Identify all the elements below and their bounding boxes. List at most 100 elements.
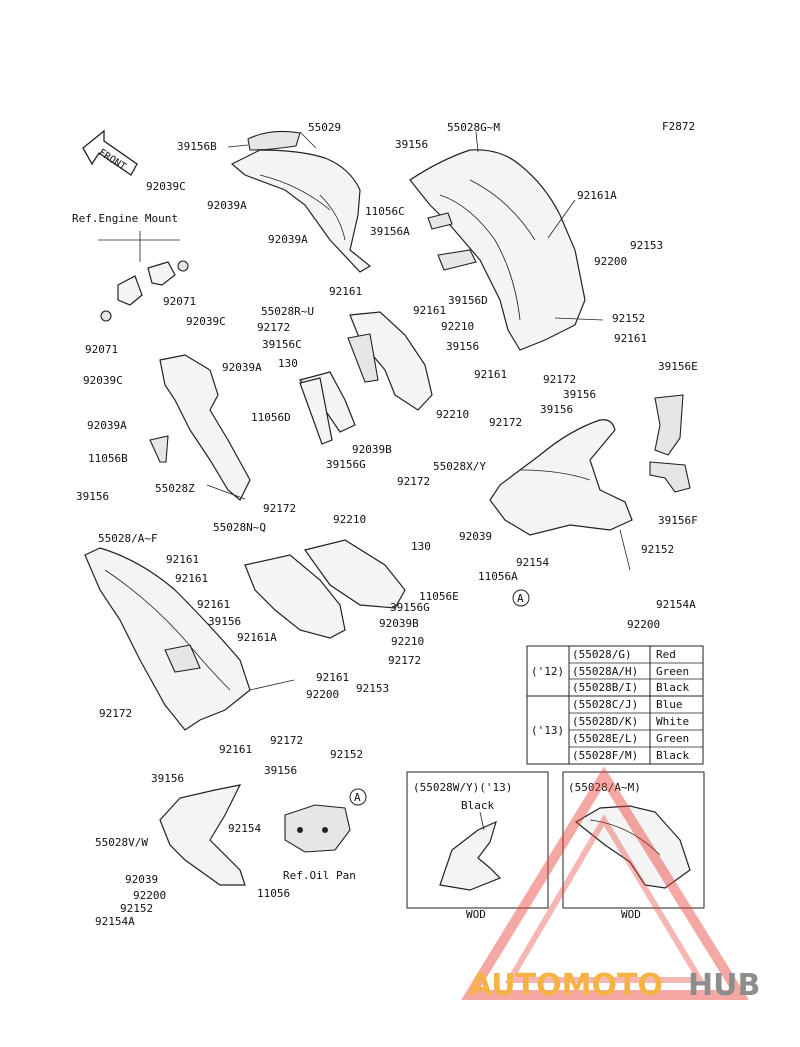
part-label: 92161 — [329, 285, 362, 298]
table-color: White — [656, 715, 689, 728]
part-label: 92172 — [388, 654, 421, 667]
part-label: 55028X/Y — [433, 460, 486, 473]
inner-panel-center — [298, 311, 433, 445]
part-label: 92210 — [391, 635, 424, 648]
part-label: 92200 — [306, 688, 339, 701]
variant-box-2: (55028/A~M) WOD — [562, 771, 705, 921]
part-label: 92172 — [543, 373, 576, 386]
part-label: 55029 — [308, 121, 341, 134]
part-label: 92039A — [222, 361, 262, 374]
part-label: 92153 — [356, 682, 389, 695]
part-label: 92039B — [352, 443, 392, 456]
bracket-39156F — [649, 461, 691, 493]
part-label: 92039 — [125, 873, 158, 886]
part-label: 92152 — [330, 748, 363, 761]
part-label: 92172 — [263, 502, 296, 515]
part-label: 11056C — [365, 205, 405, 218]
part-label: 55028R~U — [261, 305, 314, 318]
table-code: (55028A/H) — [572, 665, 638, 678]
part-label: 39156C — [262, 338, 302, 351]
part-label: 39156D — [448, 294, 488, 307]
part-label: 92154A — [95, 915, 135, 928]
inner-cover-left — [149, 354, 251, 501]
part-label: 39156G — [326, 458, 366, 471]
part-label: 55028V/W — [95, 836, 148, 849]
part-label: 55028N~Q — [213, 521, 266, 534]
part-label: 39156 — [446, 340, 479, 353]
part-label: 92154A — [656, 598, 696, 611]
part-label: 92039A — [87, 419, 127, 432]
color-table: ('12) (55028/G) Red (55028A/H) Green (55… — [526, 645, 704, 765]
part-label: 11056E — [419, 590, 459, 603]
part-label: 92039C — [83, 374, 123, 387]
table-code: (55028/G) — [572, 648, 632, 661]
part-label: 92039A — [207, 199, 247, 212]
part-label: 92153 — [630, 239, 663, 252]
side-panel-right — [489, 419, 633, 536]
ref-oil-pan-label: Ref.Oil Pan — [283, 869, 356, 882]
part-label: 92161A — [577, 189, 617, 202]
part-label: 92161A — [237, 631, 277, 644]
table-color: Green — [656, 665, 689, 678]
ref-engine-mount-label: Ref.Engine Mount — [72, 212, 178, 225]
table-color: Green — [656, 732, 689, 745]
part-label: 55028/A~F — [98, 532, 158, 545]
part-label: 39156 — [208, 615, 241, 628]
part-labels: 55029 39156B 92039C 92039A 92039A 39156 … — [76, 121, 698, 928]
svg-text:A: A — [517, 592, 524, 605]
part-label: 92172 — [257, 321, 290, 334]
part-label: 130 — [278, 357, 298, 370]
part-label: 55028G~M — [447, 121, 500, 134]
part-label: 39156 — [151, 772, 184, 785]
part-label: 92200 — [133, 889, 166, 902]
part-label: 92200 — [594, 255, 627, 268]
upper-fairing — [409, 149, 586, 351]
table-year: ('13) — [531, 724, 564, 737]
table-color: Red — [656, 648, 676, 661]
part-label: 92071 — [163, 295, 196, 308]
part-label: 11056A — [478, 570, 518, 583]
part-label: 39156B — [177, 140, 217, 153]
part-label: 92161 — [175, 572, 208, 585]
part-label: 92161 — [316, 671, 349, 684]
table-code: (55028E/L) — [572, 732, 638, 745]
part-label: 92200 — [627, 618, 660, 631]
variant-title: (55028W/Y)('13) — [413, 781, 512, 794]
part-label: 92161 — [219, 743, 252, 756]
part-label: 92161 — [413, 304, 446, 317]
lower-fairing-left — [84, 547, 251, 731]
part-label: 39156 — [264, 764, 297, 777]
part-label: 92210 — [436, 408, 469, 421]
table-code: (55028F/M) — [572, 749, 638, 762]
figure-code: F2872 — [662, 120, 695, 133]
under-cowl — [159, 784, 246, 886]
inner-cover-upper-left — [230, 130, 372, 273]
bracket-39156E — [654, 394, 684, 456]
part-label: 11056D — [251, 411, 291, 424]
engine-mount-parts — [100, 260, 189, 322]
part-label: 92172 — [489, 416, 522, 429]
part-label: 92210 — [333, 513, 366, 526]
watermark-text-part2: HUB — [688, 968, 760, 1003]
part-label: 92071 — [85, 343, 118, 356]
variant-footer: WOD — [621, 908, 641, 921]
variant-subtitle: Black — [461, 799, 494, 812]
table-code: (55028C/J) — [572, 698, 638, 711]
part-label: 92039C — [186, 315, 226, 328]
part-label: 39156 — [540, 403, 573, 416]
part-label: 39156 — [76, 490, 109, 503]
variant-title: (55028/A~M) — [568, 781, 641, 794]
part-label: 92039A — [268, 233, 308, 246]
table-code: (55028D/K) — [572, 715, 638, 728]
leader-lines — [98, 131, 631, 691]
part-label: 92210 — [441, 320, 474, 333]
part-label: 92161 — [614, 332, 647, 345]
part-label: 92152 — [612, 312, 645, 325]
part-label: 92161 — [474, 368, 507, 381]
part-label: 92172 — [99, 707, 132, 720]
part-label: 92039B — [379, 617, 419, 630]
part-label: 92172 — [270, 734, 303, 747]
variant-box-1: (55028W/Y)('13) Black WOD — [406, 771, 549, 921]
part-label: 55028Z — [155, 482, 195, 495]
